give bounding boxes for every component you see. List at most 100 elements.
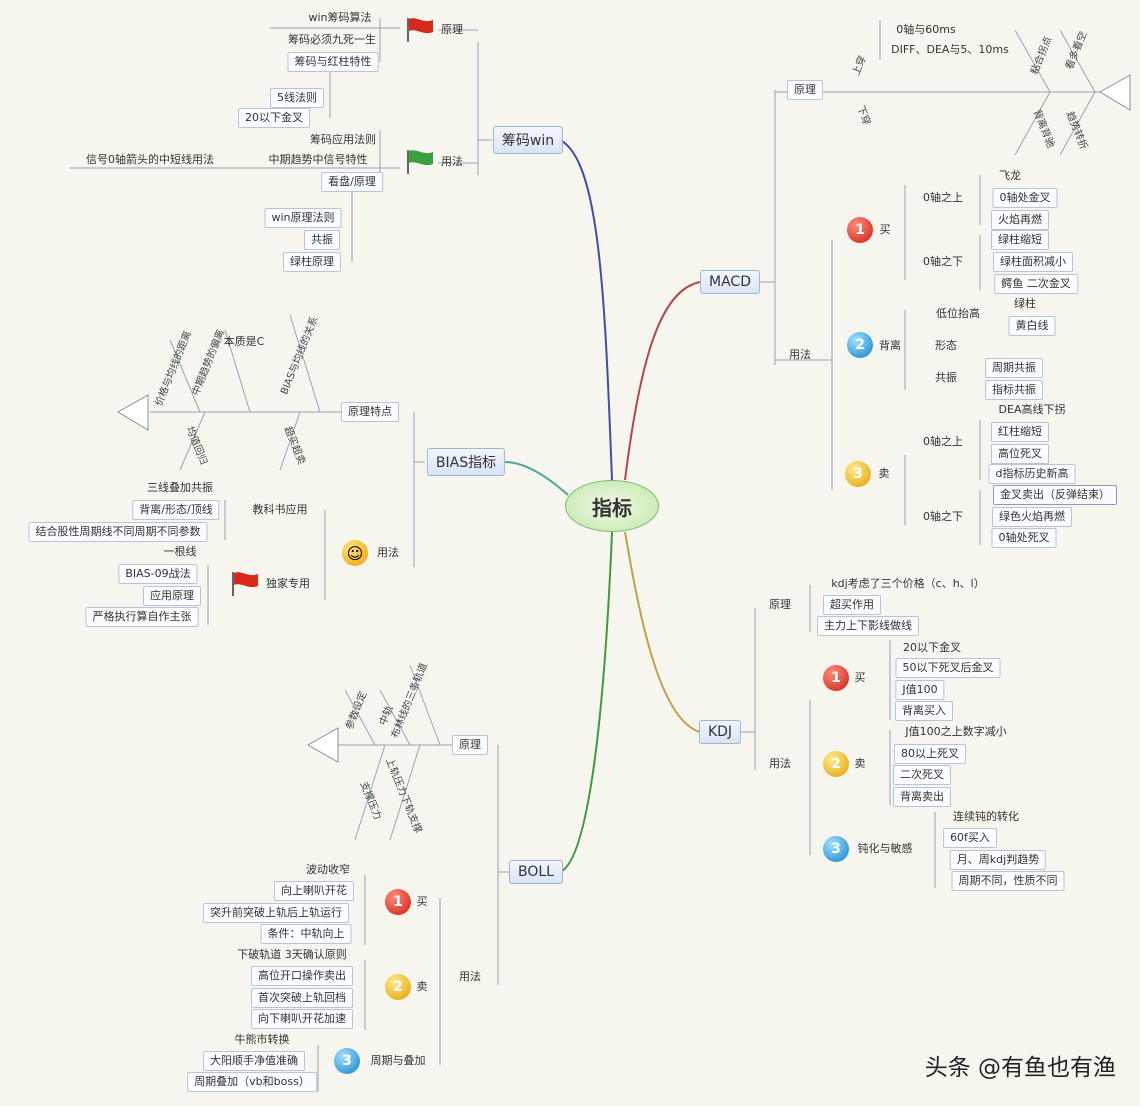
bias-item: 本质是C (223, 335, 265, 348)
kdj-item: 卖 (854, 757, 866, 770)
kdj-item: 原理 (769, 598, 791, 611)
number-3-icon: 3 (845, 461, 871, 487)
bias-item: 应用原理 (143, 586, 201, 606)
hub-chouma[interactable]: 筹码win (492, 126, 564, 154)
macd-item: 0轴之下 (923, 510, 963, 523)
watermark: 头条 @有鱼也有渔 (924, 1055, 1116, 1081)
macd-item: 黄白线 (1008, 316, 1056, 336)
bias-item: 背离/形态/顶线 (132, 500, 220, 520)
kdj-item: 背离买入 (895, 701, 953, 721)
chouma-item: 共振 (304, 230, 340, 250)
macd-item: 红柱缩短 (991, 422, 1049, 442)
number-3-icon: 3 (334, 1048, 360, 1074)
boll-item: 原理 (452, 735, 488, 755)
boll-item: 首次突破上轨回档 (251, 988, 353, 1008)
green-flag-icon (407, 150, 433, 174)
kdj-item: 钝化与敏感 (857, 842, 913, 855)
smiley-icon: ☺ (342, 540, 368, 566)
chouma-item: 看盘/原理 (321, 172, 383, 192)
macd-item: 背离 (879, 339, 901, 352)
kdj-item: 月、周kdj判趋势 (949, 850, 1047, 870)
macd-item: 金叉卖出（反弹结束） (993, 485, 1117, 505)
number-3-icon: 3 (823, 836, 849, 862)
boll-item: 高位开口操作卖出 (251, 966, 353, 986)
kdj-item: 60f买入 (943, 828, 997, 848)
boll-item: 周期与叠加 (370, 1054, 426, 1067)
red-flag-icon (232, 572, 258, 596)
chouma-item: win筹码算法 (308, 11, 372, 24)
chouma-item: 绿柱原理 (283, 252, 341, 272)
macd-item: 用法 (789, 348, 811, 361)
macd-item: 形态 (935, 339, 957, 352)
hub-macd[interactable]: MACD (700, 270, 760, 294)
kdj-item: 20以下金叉 (903, 641, 961, 654)
boll-item: 牛熊市转换 (234, 1033, 290, 1046)
bias-item: 独家专用 (266, 577, 310, 590)
boll-item: 条件：中轨向上 (260, 924, 352, 944)
boll-item: 向下喇叭开花加速 (251, 1009, 353, 1029)
bias-item: 结合股性周期线不同周期不同参数 (28, 522, 208, 542)
kdj-item: 买 (854, 671, 866, 684)
chouma-item: 筹码必须九死一生 (288, 33, 376, 46)
boll-item: 向上喇叭开花 (274, 881, 354, 901)
macd-item: 0轴与60ms (896, 23, 956, 36)
kdj-item: J值100 (895, 680, 945, 700)
kdj-item: 主力上下影线做线 (817, 616, 919, 636)
red-flag-icon (407, 18, 433, 42)
macd-item: DEA高线下拐 (998, 403, 1066, 416)
root-node[interactable]: 指标 (565, 480, 659, 532)
macd-item: 卖 (878, 467, 890, 480)
macd-item: 共振 (935, 371, 957, 384)
macd-item: 绿柱缩短 (991, 230, 1049, 250)
number-1-icon: 1 (385, 889, 411, 915)
chouma-item: 筹码应用法则 (310, 133, 376, 146)
root-label: 指标 (592, 495, 632, 520)
chouma-item: 用法 (441, 155, 463, 168)
kdj-item: J值100之上数字减小 (905, 725, 1007, 738)
macd-item: 0轴处死叉 (991, 528, 1057, 548)
chouma-item: win原理法则 (264, 208, 342, 228)
hub-kdj-label: KDJ (707, 724, 733, 740)
kdj-item: 二次死叉 (893, 765, 951, 785)
macd-item: DIFF、DEA与5、10ms (891, 43, 1009, 56)
hub-boll[interactable]: BOLL (509, 860, 563, 884)
boll-item: 大阳顺手净值准确 (203, 1051, 305, 1071)
number-2-icon: 2 (847, 332, 873, 358)
chouma-item: 信号0轴箭头的中短线用法 (86, 153, 214, 166)
boll-item: 下破轨道 3天确认原则 (237, 948, 347, 961)
macd-item: 高位死叉 (991, 444, 1049, 464)
macd-item: 飞龙 (999, 169, 1021, 182)
kdj-item: 周期不同，性质不同 (951, 871, 1065, 891)
macd-item: 0轴之下 (923, 255, 963, 268)
macd-item: d指标历史新高 (988, 464, 1076, 484)
chouma-item: 筹码与红柱特性 (287, 52, 379, 72)
bias-item: 一根线 (163, 545, 197, 558)
hub-chouma-label: 筹码win (501, 133, 555, 149)
kdj-item: 用法 (769, 757, 791, 770)
hub-boll-label: BOLL (518, 864, 554, 880)
macd-item: 0轴之上 (923, 191, 963, 204)
macd-item: 火焰再燃 (991, 210, 1049, 230)
macd-item: 买 (879, 223, 891, 236)
boll-item: 突升前突破上轨后上轨运行 (203, 903, 349, 923)
hub-bias-label: BIAS指标 (435, 455, 497, 471)
hub-bias[interactable]: BIAS指标 (426, 448, 506, 476)
kdj-item: 连续钝的转化 (953, 810, 1019, 823)
kdj-item: 超买作用 (823, 595, 881, 615)
macd-item: 低位抬高 (936, 307, 980, 320)
hub-macd-label: MACD (709, 274, 751, 290)
hub-kdj[interactable]: KDJ (698, 720, 742, 744)
macd-item: 指标共振 (985, 380, 1043, 400)
bias-item: 严格执行算自作主张 (85, 607, 199, 627)
macd-item: 绿柱面积减小 (993, 252, 1073, 272)
bias-item: 用法 (377, 546, 399, 559)
number-2-icon: 2 (385, 974, 411, 1000)
chouma-item: 原理 (441, 23, 463, 36)
macd-item: 绿色火焰再燃 (992, 507, 1072, 527)
kdj-item: 50以下死叉后金叉 (895, 658, 1001, 678)
bias-item: 三线叠加共振 (147, 481, 213, 494)
macd-item: 0轴处金叉 (992, 188, 1058, 208)
boll-item: 买 (416, 895, 428, 908)
boll-item: 周期叠加（vb和boss） (187, 1072, 317, 1092)
